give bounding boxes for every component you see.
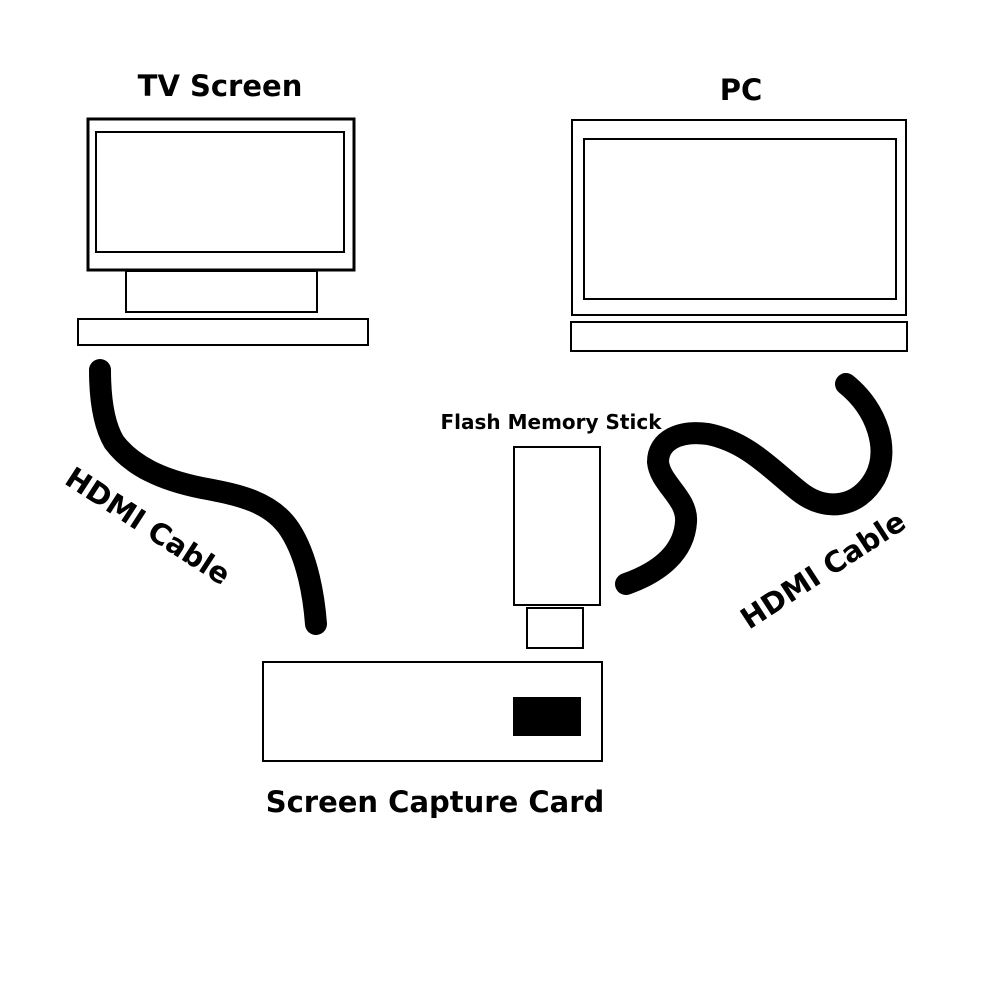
flash-memory-stick-body	[513, 446, 601, 606]
hdmi-cable-right-label: HDMI Cable	[734, 504, 911, 636]
flash-memory-stick-connector	[526, 607, 584, 649]
screen-capture-card-port	[513, 697, 581, 736]
pc-monitor-display	[583, 138, 897, 300]
hdmi-cable-right	[615, 373, 893, 595]
hdmi-cable-left	[89, 359, 327, 635]
tv-screen-stand-neck	[125, 270, 318, 313]
screen-capture-card-device: Screen Capture Card	[262, 661, 605, 819]
pc-base	[570, 321, 908, 352]
tv-screen-device: TV Screen	[77, 69, 369, 346]
screen-capture-card-label: Screen Capture Card	[266, 785, 605, 819]
flash-memory-stick-device: Flash Memory Stick	[440, 410, 662, 649]
pc-label: PC	[720, 73, 763, 107]
tv-screen-stand-base	[77, 318, 369, 346]
tv-screen-display	[95, 131, 345, 253]
pc-device: PC	[570, 73, 908, 352]
flash-memory-stick-label: Flash Memory Stick	[440, 410, 662, 434]
tv-screen-label: TV Screen	[138, 69, 303, 103]
